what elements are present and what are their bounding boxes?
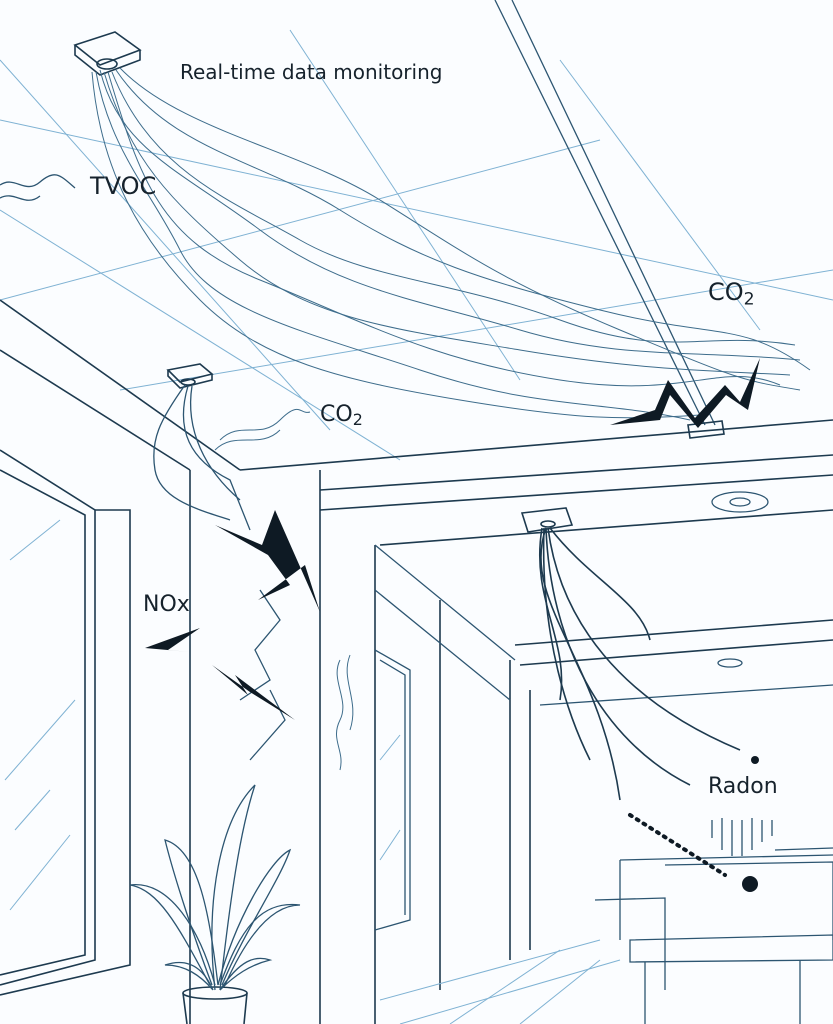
potted-plant-icon xyxy=(129,784,301,1024)
co2-label-beam: CO2 xyxy=(320,402,363,429)
left-window xyxy=(0,449,131,996)
lightning-bolt-icons xyxy=(145,358,760,720)
data-streams-mid xyxy=(153,384,354,771)
support-pole xyxy=(494,0,716,426)
ceiling-beams xyxy=(0,299,833,706)
floor-lines xyxy=(379,939,621,1024)
co2-label-beam-base: CO xyxy=(320,402,353,427)
tvoc-label: TVOC xyxy=(90,172,157,200)
nox-label: NOx xyxy=(143,592,190,617)
center-window xyxy=(374,649,411,931)
title-label: Real-time data monitoring xyxy=(180,60,443,84)
co2-label-ceiling: CO2 xyxy=(708,278,755,309)
radon-label: Radon xyxy=(708,774,778,799)
tvoc-squiggle xyxy=(0,174,76,201)
data-streams-top xyxy=(91,67,811,421)
co2-label-ceiling-sub: 2 xyxy=(743,289,755,310)
sensor-device-beam xyxy=(687,420,725,439)
co2-label-ceiling-base: CO xyxy=(708,278,744,306)
desks xyxy=(594,847,833,1024)
sensor-device-top xyxy=(73,31,142,76)
data-streams-right xyxy=(538,527,741,801)
co2-label-beam-sub: 2 xyxy=(352,409,363,429)
sensor-device-mid xyxy=(166,363,214,389)
columns xyxy=(189,470,531,1024)
ceiling-grid xyxy=(0,29,833,461)
radon-particle-icons xyxy=(628,756,773,892)
ceiling-lights xyxy=(711,491,769,668)
sensor-device-right xyxy=(520,507,574,533)
